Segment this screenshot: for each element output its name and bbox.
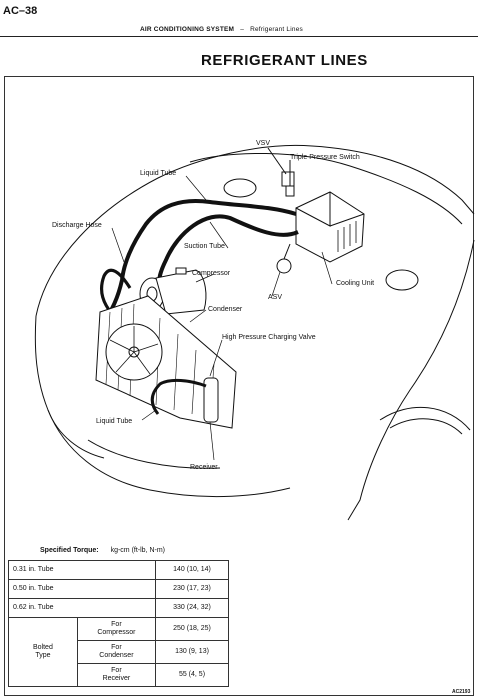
fender-right <box>347 239 475 521</box>
bolted-part-cell: For Condenser <box>76 640 157 664</box>
torque-value-cell: 55 (4, 5) <box>155 663 229 687</box>
figure-code: AC2193 <box>452 689 471 695</box>
bolted-part-cell: For Receiver <box>76 663 157 687</box>
wheel-arch-inner <box>389 418 463 435</box>
fender-left <box>34 315 105 459</box>
label-cooling-unit: Cooling Unit <box>336 280 375 287</box>
section-title: AIR CONDITIONING SYSTEM <box>140 26 235 33</box>
page-title: REFRIGERANT LINES <box>201 52 368 69</box>
hood-rear-edge <box>189 152 463 225</box>
torque-value-cell: 250 (18, 25) <box>155 617 229 641</box>
strut-tower-right <box>385 269 419 291</box>
compressor-body <box>155 269 207 315</box>
torque-heading: Specified Torque: kg-cm (ft-lb, N-m) <box>40 547 165 554</box>
torque-value-cell: 230 (17, 23) <box>155 579 229 599</box>
torque-units: kg-cm (ft-lb, N-m) <box>110 547 166 554</box>
bolted-part-cell: For Compressor <box>76 617 157 641</box>
liquid-tube-line <box>102 199 297 324</box>
torque-value-cell: 130 (9, 13) <box>155 640 229 664</box>
cooling-unit-side <box>295 192 365 227</box>
header-separator: – <box>240 26 245 33</box>
lower-liquid-tube-line <box>150 378 207 415</box>
torque-value-cell: 140 (10, 14) <box>155 560 229 580</box>
table-row: Bolted Type For Compressor 250 (18, 25) <box>8 617 229 687</box>
running-header: AIR CONDITIONING SYSTEM – Refrigerant Li… <box>140 26 303 33</box>
wheel-arch <box>379 406 471 431</box>
bolted-type-line2: Type <box>35 652 51 659</box>
table-row: 0.50 in. Tube 230 (17, 23) <box>8 579 229 599</box>
table-row: 0.31 in. Tube 140 (10, 14) <box>8 560 229 580</box>
vsv-body <box>281 171 295 187</box>
torque-table: 0.31 in. Tube 140 (10, 14) 0.50 in. Tube… <box>8 560 229 687</box>
label-asv: ASV <box>268 294 283 301</box>
figure-frame <box>4 76 474 696</box>
table-row: For Condenser 130 (9, 13) <box>9 640 229 664</box>
receiver-body <box>203 377 219 423</box>
triple-pressure-switch-body <box>285 185 295 197</box>
bolted-for: For <box>111 644 122 651</box>
header-rule <box>0 36 478 37</box>
front-bumper <box>47 409 291 498</box>
cooling-unit-fins <box>337 221 357 252</box>
label-charging-valve: High Pressure Charging Valve <box>222 334 316 341</box>
discharge-hose-line <box>99 268 132 315</box>
strut-tower-left <box>223 178 257 198</box>
subsection-title: Refrigerant Lines <box>250 26 303 33</box>
label-liquid-tube-top: Liquid Tube <box>140 170 177 177</box>
tube-size-cell: 0.62 in. Tube <box>8 598 156 618</box>
vsv-leader <box>267 147 287 175</box>
tube-size-cell: 0.50 in. Tube <box>8 579 156 599</box>
page-number: AC–38 <box>3 5 38 17</box>
bolted-for: For <box>111 621 122 628</box>
bolted-part: Compressor <box>97 629 136 636</box>
bolted-part: Condenser <box>99 652 134 659</box>
torque-heading-label: Specified Torque: <box>40 547 99 554</box>
label-compressor: Compressor <box>192 270 231 277</box>
bolted-part: Receiver <box>102 675 131 682</box>
suction-tube-line <box>157 214 299 287</box>
compressor-fitting <box>175 267 187 275</box>
cooling-fan-blades <box>109 326 159 375</box>
bolted-type-cell: Bolted Type <box>8 617 78 687</box>
asv-stem <box>283 243 291 260</box>
label-receiver: Receiver <box>190 464 218 471</box>
hood-outline <box>35 144 475 317</box>
label-vsv: VSV <box>256 140 271 147</box>
torque-value-cell: 330 (24, 32) <box>155 598 229 618</box>
table-row: For Receiver 55 (4, 5) <box>9 663 229 687</box>
asv-body <box>276 258 292 274</box>
bolted-for: For <box>111 667 122 674</box>
label-triple-pressure-switch: Triple Pressure Switch <box>290 154 360 161</box>
bolted-type-line1: Bolted <box>32 644 53 651</box>
grille-opening <box>87 439 221 469</box>
label-condenser: Condenser <box>208 306 243 313</box>
label-suction-tube: Suction Tube <box>184 243 225 250</box>
callout-leaders <box>111 175 333 461</box>
label-liquid-tube-bottom: Liquid Tube <box>96 418 133 425</box>
table-row: 0.62 in. Tube 330 (24, 32) <box>8 598 229 618</box>
label-discharge-hose: Discharge Hose <box>52 222 102 229</box>
tube-size-cell: 0.31 in. Tube <box>8 560 156 580</box>
